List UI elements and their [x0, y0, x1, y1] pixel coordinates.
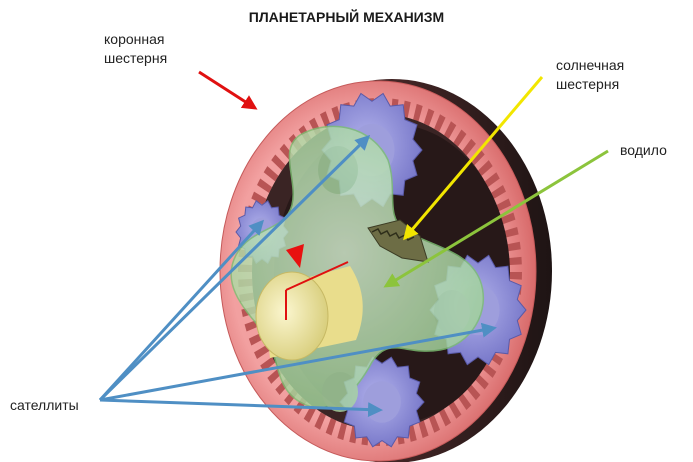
planet-arrows — [98, 134, 497, 418]
ring-gear-tooth — [506, 241, 521, 252]
ring-gear-tooth — [423, 108, 435, 127]
ring-gear-tooth — [251, 191, 267, 206]
sun-gear-label: солнечная шестерня — [556, 56, 624, 94]
ring-gear-tooth — [448, 401, 462, 419]
ring-gear-label-line1: коронная — [104, 31, 165, 47]
sun-gear-label-line2: шестерня — [556, 76, 620, 92]
ring-gear-tooth — [434, 114, 446, 132]
ring-gear-tooth — [478, 160, 493, 176]
ring-gear-tooth — [462, 138, 476, 156]
ring-gear-tooth — [490, 185, 506, 200]
ring-gear-tooth — [407, 424, 417, 442]
ring-gear-tooth — [337, 422, 347, 441]
ring-gear-tooth — [507, 272, 522, 280]
ring-gear-tooth — [481, 362, 497, 378]
ring-gear-tooth — [413, 103, 423, 122]
ring-gear-tooth — [444, 121, 457, 139]
ring-gear-tooth — [500, 212, 516, 225]
carrier-hole-right — [434, 290, 470, 334]
planet-arrow-2 — [98, 219, 265, 402]
ring-gear-tooth — [484, 172, 500, 188]
ring-gear-tooth — [263, 166, 279, 182]
ring-gear-tooth — [260, 356, 276, 372]
ring-gear-tooth — [503, 226, 519, 238]
ring-gear-arrow — [198, 70, 258, 110]
ring-gear-tooth — [466, 383, 481, 401]
sun-gear-arrow — [403, 76, 544, 241]
ring-gear-tooth — [257, 178, 273, 193]
shaft-end-face — [255, 271, 329, 361]
ring-gear-tooth — [507, 256, 522, 266]
ring-gear-tooth — [271, 154, 286, 171]
carrier-hole-bottom — [322, 372, 358, 412]
ring-gear-tooth — [470, 148, 485, 166]
planet-arrow-3 — [99, 322, 497, 402]
ring-gear-label-line2: шестерня — [104, 50, 168, 66]
planet-gear-bottom-hub — [363, 381, 401, 423]
ring-gear-label: коронная шестерня — [104, 30, 167, 68]
ring-gear-tooth — [303, 405, 316, 423]
ring-gear-tooth — [325, 417, 337, 436]
diagram-title: ПЛАНЕТАРНЫЙ МЕХАНИЗМ — [248, 9, 445, 25]
planet-arrow-1 — [98, 134, 371, 402]
ring-gear-tooth — [439, 408, 451, 427]
ring-gear-tooth — [474, 373, 489, 390]
sun-gear-label-line1: солнечная — [556, 57, 625, 73]
carrier-arrow — [383, 149, 609, 288]
shaft-marker-red — [286, 244, 304, 268]
planet-arrow-4 — [99, 398, 383, 418]
ring-gear-tooth — [457, 393, 472, 411]
carrier-label: водило — [620, 142, 667, 158]
shaft-marker-line-h — [285, 261, 349, 291]
ring-gear-tooth — [496, 198, 512, 212]
central-shaft — [255, 244, 363, 361]
ring-gear-tooth — [418, 420, 429, 438]
planet-gears-label: сателлиты — [10, 397, 79, 413]
ring-gear-tooth — [428, 415, 441, 433]
ring-gear-tooth — [254, 344, 270, 359]
ring-gear-tooth — [453, 129, 467, 147]
ring-gear-tooth — [314, 412, 326, 430]
